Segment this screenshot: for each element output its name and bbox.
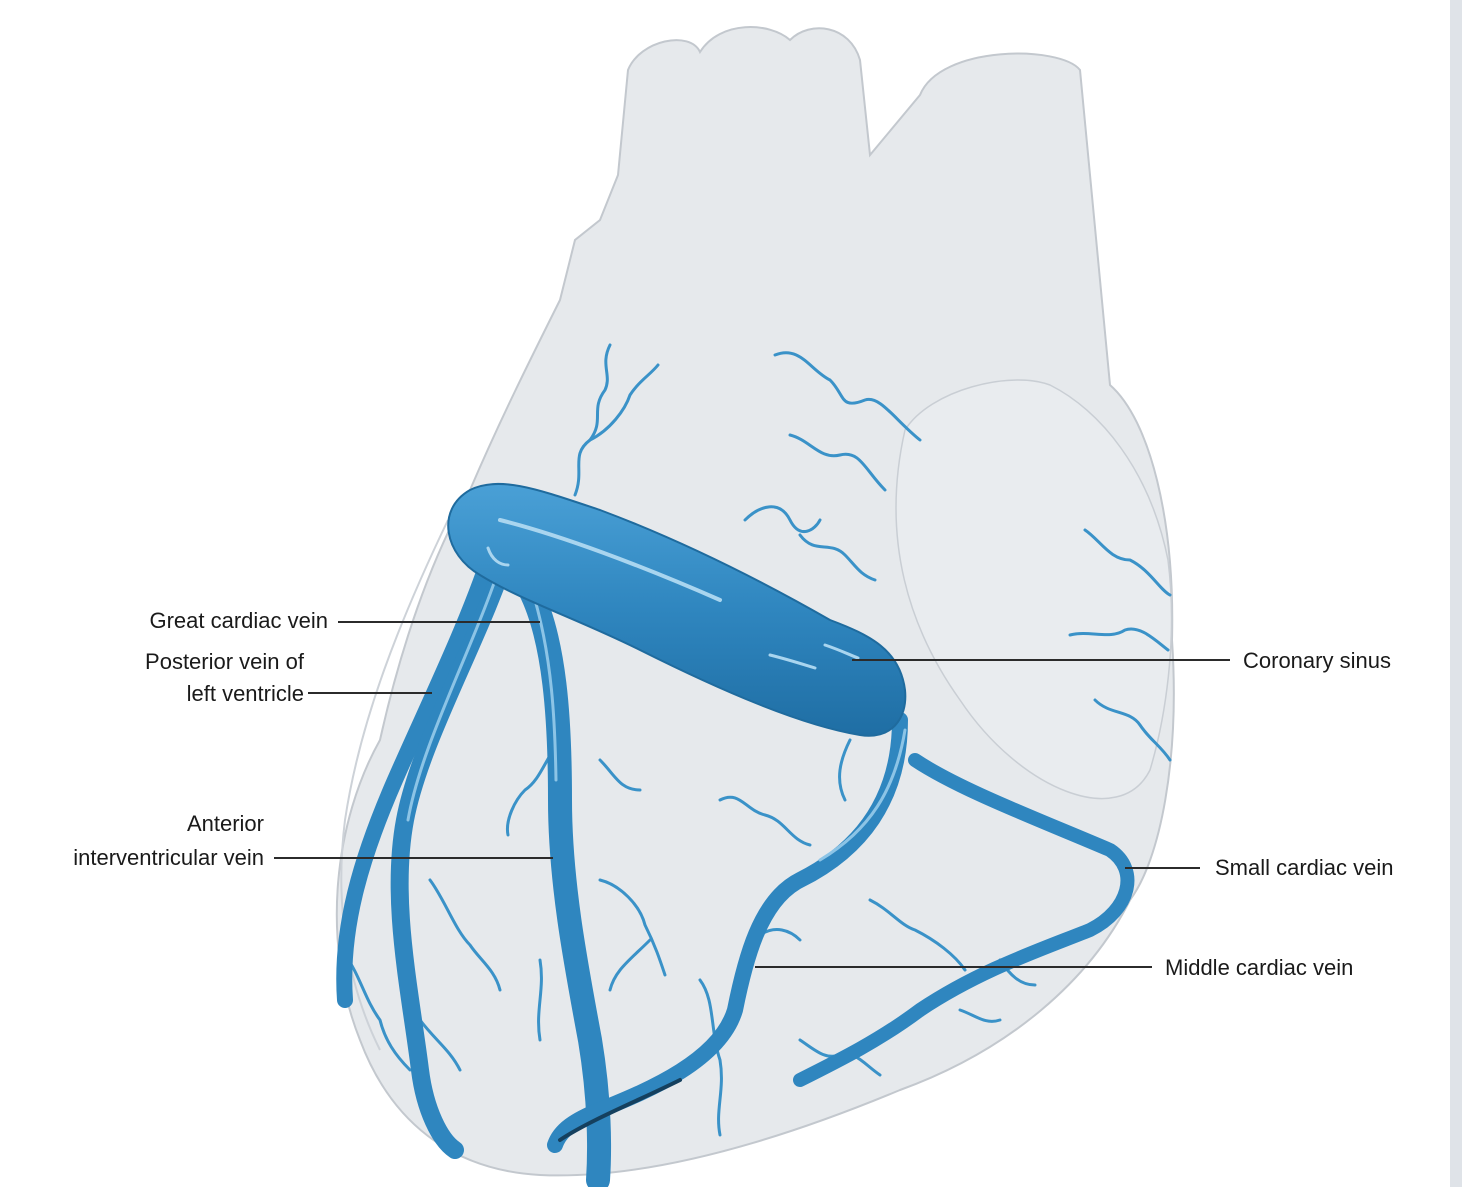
label-small-cardiac-vein: Small cardiac vein [1215, 854, 1394, 882]
label-posterior-vein-line2: left ventricle [60, 680, 304, 708]
label-anterior-line1: Anterior [10, 810, 264, 838]
label-middle-cardiac-vein: Middle cardiac vein [1165, 954, 1353, 982]
label-great-cardiac-vein: Great cardiac vein [60, 607, 328, 635]
label-anterior-line2: interventricular vein [10, 844, 264, 872]
label-posterior-vein-line1: Posterior vein of [60, 648, 304, 676]
label-coronary-sinus: Coronary sinus [1243, 647, 1391, 675]
